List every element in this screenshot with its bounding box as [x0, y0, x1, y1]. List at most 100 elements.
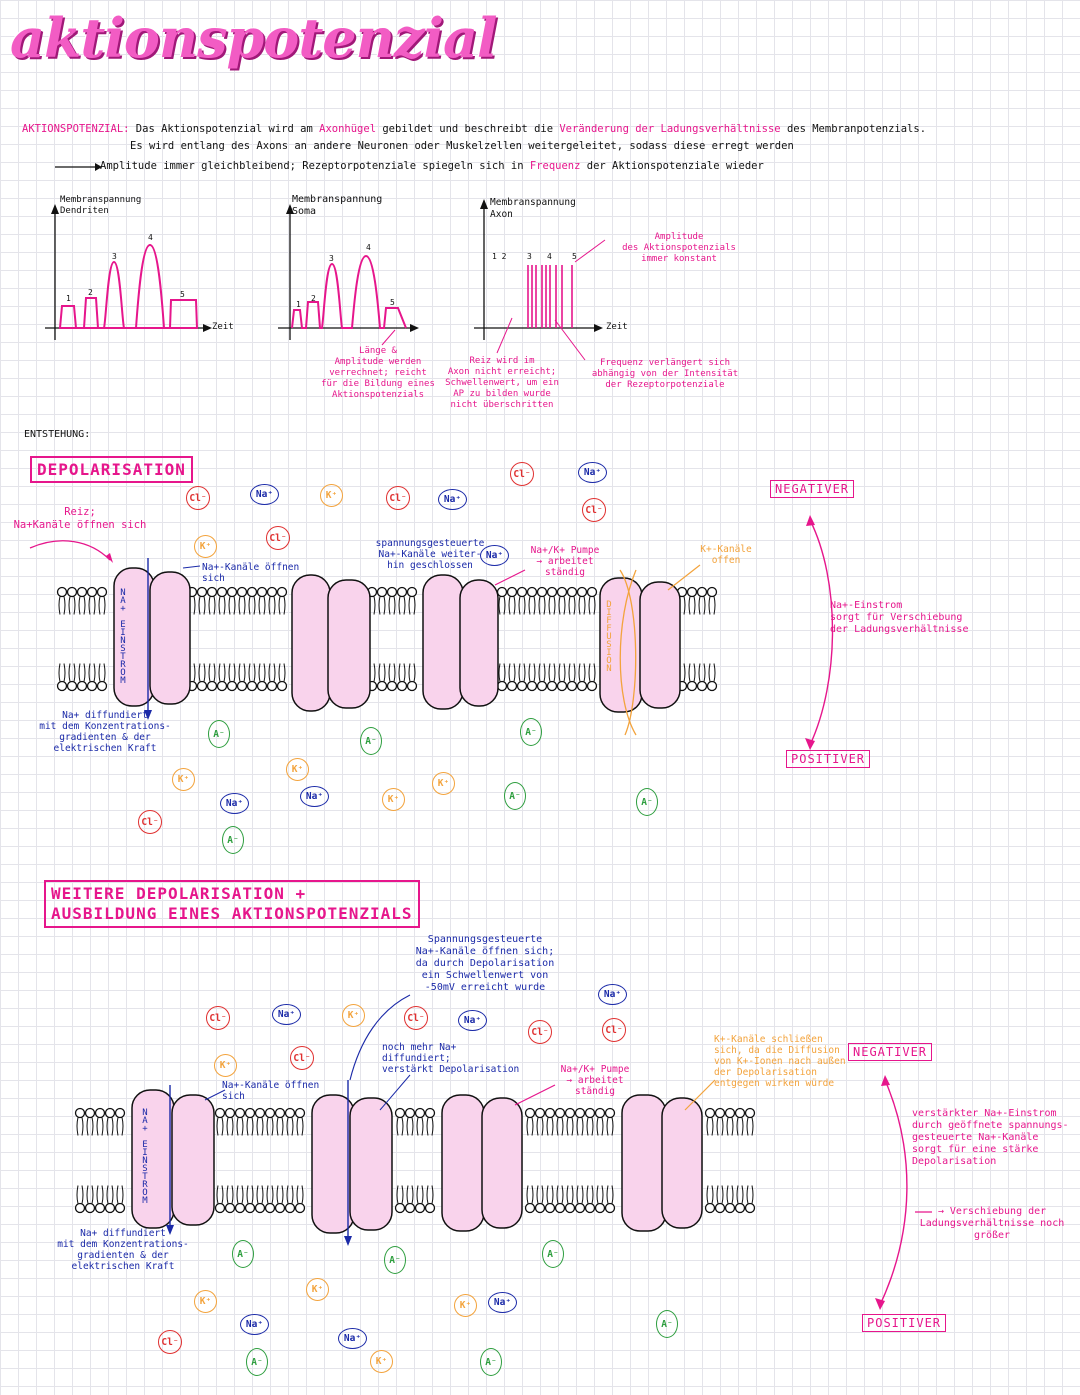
ion-cl: Cl⁻: [510, 462, 534, 486]
ion-a: A⁻: [520, 718, 542, 746]
ion-cl: Cl⁻: [386, 486, 410, 510]
ion-na: Na⁺: [480, 545, 509, 566]
ion-a: A⁻: [208, 720, 230, 748]
ion-k: K⁺: [454, 1294, 477, 1317]
ion-a: A⁻: [246, 1348, 268, 1376]
graph2-label: Membranspannung Soma: [292, 194, 383, 217]
note-amplitude: Amplitude des Aktionspotenzials immer ko…: [622, 232, 736, 264]
ion-na: Na⁺: [272, 1004, 301, 1025]
ion-k: K⁺: [432, 772, 455, 795]
membrane-1: [29, 515, 834, 750]
ion-a: A⁻: [636, 788, 658, 816]
ion-a: A⁻: [384, 1246, 406, 1274]
note-frequenz: Frequenz verlängert sich abhängig von de…: [591, 358, 739, 390]
heading-depolarisation: DEPOLARISATION: [30, 456, 193, 483]
note-na-diffundiert-1: Na+ diffundiert mit dem Konzentrations- …: [39, 710, 171, 754]
intro-text-3: des Membranpotenzials.: [780, 123, 927, 135]
graph3-zeit: Zeit: [606, 322, 628, 332]
ion-cl: Cl⁻: [266, 526, 290, 550]
graph3-peak-5: 5: [572, 252, 577, 261]
ion-cl: Cl⁻: [602, 1018, 626, 1042]
ion-a: A⁻: [360, 727, 382, 755]
ion-na: Na⁺: [458, 1010, 487, 1031]
graph1-peak-3: 3: [112, 252, 117, 261]
ion-na: Na⁺: [438, 489, 467, 510]
ion-a: A⁻: [656, 1310, 678, 1338]
ion-cl: Cl⁻: [404, 1006, 428, 1030]
ion-cl: Cl⁻: [582, 498, 606, 522]
ion-cl: Cl⁻: [290, 1046, 314, 1070]
ion-a: A⁻: [480, 1348, 502, 1376]
graph-dendriten: [45, 204, 212, 340]
ion-na: Na⁺: [300, 786, 329, 807]
ion-na: Na⁺: [338, 1328, 367, 1349]
ion-a: A⁻: [504, 782, 526, 810]
ion-cl: Cl⁻: [186, 486, 210, 510]
ion-k: K⁺: [286, 758, 309, 781]
graph1-peak-2: 2: [88, 288, 93, 297]
graph2-peak-4: 4: [366, 243, 371, 252]
ion-na: Na⁺: [240, 1314, 269, 1335]
graph2-peak-5: 5: [390, 298, 395, 307]
ion-a: A⁻: [232, 1240, 254, 1268]
ion-k: K⁺: [342, 1004, 365, 1027]
graph2-peak-3: 3: [329, 254, 334, 263]
ion-na: Na⁺: [598, 984, 627, 1005]
graph1-peak-4: 4: [148, 233, 153, 242]
graph1-peak-5: 5: [180, 290, 185, 299]
intro-label: AKTIONSPOTENZIAL:: [22, 123, 130, 135]
ion-a: A⁻: [222, 826, 244, 854]
ion-na: Na⁺: [488, 1292, 517, 1313]
note-k-kanaele-2: K+-Kanäle schließen sich, da die Diffusi…: [714, 1034, 846, 1089]
graph2-peak-2: 2: [311, 294, 316, 303]
side-note-1: Na+-Einstrom sorgt für Verschiebung der …: [830, 600, 969, 635]
ion-cl: Cl⁻: [138, 810, 162, 834]
note-k-kanaele-1: K+-Kanäle offen: [700, 544, 752, 566]
note-axon-reiz: Reiz wird im Axon nicht erreicht; Schwel…: [445, 356, 559, 410]
side-note-2: verstärkter Na+-Einstrom durch geöffnete…: [912, 1108, 1069, 1167]
label-positiver-2: POSITIVER: [862, 1314, 947, 1332]
note-na-kanaele-1: Na+-Kanäle öffnen sich: [202, 562, 300, 584]
graph3-peak-12: 1 2: [492, 252, 507, 261]
ion-k: K⁺: [194, 535, 217, 558]
intro-text-2: gebildet und beschreibt die: [376, 123, 560, 135]
ion-k: K⁺: [382, 788, 405, 811]
intro-line-3: Amplitude immer gleichbleibend; Rezeptor…: [100, 160, 764, 173]
graph3-peak-3: 3: [527, 252, 532, 261]
intro-line-1: AKTIONSPOTENZIAL: Das Aktionspotenzial w…: [22, 123, 1022, 136]
ion-k: K⁺: [172, 768, 195, 791]
note-reiz: Reiz; Na+Kanäle öffnen sich: [13, 506, 147, 531]
graph-soma: [278, 204, 419, 346]
label-negativer-1: NEGATIVER: [770, 480, 855, 498]
intro-text-1: Das Aktionspotenzial wird am: [135, 123, 320, 135]
graph1-label: Membranspannung Dendriten: [60, 195, 142, 216]
graph-axon: [474, 199, 606, 361]
entstehung-label: ENTSTEHUNG:: [24, 429, 91, 440]
intro-highlight-axonhuegel: Axonhügel: [319, 123, 377, 135]
na-einstrom-label-2: NA+ EINSTROM: [140, 1108, 150, 1204]
intro-line3-a: Amplitude immer gleichbleibend; Rezeptor…: [100, 160, 530, 172]
na-einstrom-label-1: NA+ EINSTROM: [118, 588, 128, 684]
graph1-peak-1: 1: [66, 294, 71, 303]
note-pumpe-2: Na+/K+ Pumpe → arbeitet ständig: [560, 1064, 630, 1097]
ion-na: Na⁺: [250, 484, 279, 505]
intro-line-2: Es wird entlang des Axons an andere Neur…: [130, 140, 794, 152]
page-title: aktionspotenzial: [10, 6, 498, 70]
heading-weitere-depolarisation: WEITERE DEPOLARISATION + AUSBILDUNG EINE…: [44, 880, 420, 928]
note-soma: Länge & Amplitude werden verrechnet; rei…: [321, 346, 435, 400]
note-na-kanaele-2: Na+-Kanäle öffnen sich: [222, 1080, 320, 1102]
side-note-2b: → Verschiebung der Ladungsverhältnisse n…: [919, 1206, 1065, 1241]
graph1-zeit: Zeit: [212, 322, 234, 332]
ion-k: K⁺: [306, 1278, 329, 1301]
intro-line3-b: der Aktionspotenziale wieder: [580, 160, 764, 172]
note-spannungsgesteuert-2: Spannungsgesteuerte Na+-Kanäle öffnen si…: [415, 934, 555, 993]
membrane-2: [74, 994, 932, 1310]
graph3-peak-4: 4: [547, 252, 552, 261]
ion-k: K⁺: [320, 484, 343, 507]
note-pumpe-1: Na+/K+ Pumpe → arbeitet ständig: [530, 545, 600, 578]
ion-na: Na⁺: [220, 793, 249, 814]
note-spannungsgesteuert-1: spannungsgesteuerte Na+-Kanäle weiter- h…: [375, 538, 485, 571]
ion-na: Na⁺: [578, 462, 607, 483]
ion-a: A⁻: [542, 1240, 564, 1268]
